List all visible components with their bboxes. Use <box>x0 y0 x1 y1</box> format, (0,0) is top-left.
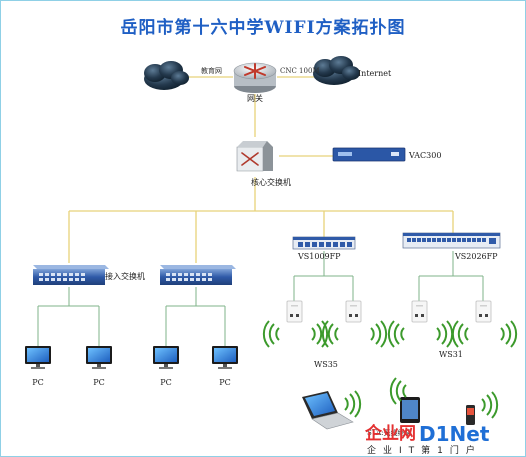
pc-icon <box>86 346 112 369</box>
internet-label: Internet <box>358 69 392 78</box>
controller-icon <box>332 147 406 162</box>
wifi-signal-icon <box>387 320 405 348</box>
watermark-subtitle: 企业IT第1门户 <box>367 444 482 456</box>
pc-icon <box>25 346 51 369</box>
wifi-signal-icon <box>344 390 362 418</box>
pc-label: PC <box>219 378 231 387</box>
internet-cloud-icon <box>313 56 360 85</box>
link-lines <box>68 76 454 263</box>
poe-switch-icon <box>292 236 356 250</box>
edu-net-label: 教育网 <box>201 66 222 75</box>
laptop-icon <box>302 391 354 430</box>
tablet-icon <box>400 397 420 423</box>
pc-icon <box>212 346 238 369</box>
vac-label: VAC300 <box>408 151 441 160</box>
core-switch-icon <box>236 141 273 172</box>
wifi-signal-icon <box>370 320 388 348</box>
access-switch-icon <box>160 265 236 285</box>
wifi-signal-icon <box>436 320 454 348</box>
cnc-link-label: CNC 100M <box>280 67 320 75</box>
wifi-signal-icon <box>321 320 339 348</box>
access-point-icon <box>411 300 428 323</box>
wifi-signal-icon <box>481 391 499 419</box>
access-point-icon <box>345 300 362 323</box>
wifi-signal-icon <box>262 320 280 348</box>
vs2026-label: VS2026FP <box>454 252 498 261</box>
phone-icon <box>466 405 475 425</box>
sta-label: STA:无线终端 <box>367 428 412 437</box>
gateway-label: 网关 <box>247 93 263 103</box>
access-switch-label: 接入交换机 <box>105 271 145 281</box>
poe-switch-icon <box>402 232 501 249</box>
cloud-icon <box>144 61 189 90</box>
core-switch-label: 核心交换机 <box>251 177 291 187</box>
pc-label: PC <box>160 378 172 387</box>
pc-label: PC <box>93 378 105 387</box>
access-point-icon <box>286 300 303 323</box>
ws31-label: WS31 <box>439 350 463 359</box>
diagram-title: 岳阳市第十六中学WIFI方案拓扑图 <box>120 17 405 38</box>
pc-label: PC <box>32 378 44 387</box>
wifi-signal-icon <box>451 320 469 348</box>
pc-icon <box>153 346 179 369</box>
ws35-label: WS35 <box>314 360 338 369</box>
access-switch-icon <box>33 265 109 285</box>
watermark-logo: 企业网 D1Net 企业IT第1门户 <box>364 422 490 456</box>
watermark-part2: D1Net <box>419 422 490 446</box>
vs1009-label: VS1009FP <box>297 252 341 261</box>
router-icon <box>233 62 277 93</box>
wifi-signal-icon <box>500 320 518 348</box>
access-point-icon <box>475 300 492 323</box>
access-lines <box>37 251 484 346</box>
watermark-part1: 企业网 <box>364 423 416 444</box>
